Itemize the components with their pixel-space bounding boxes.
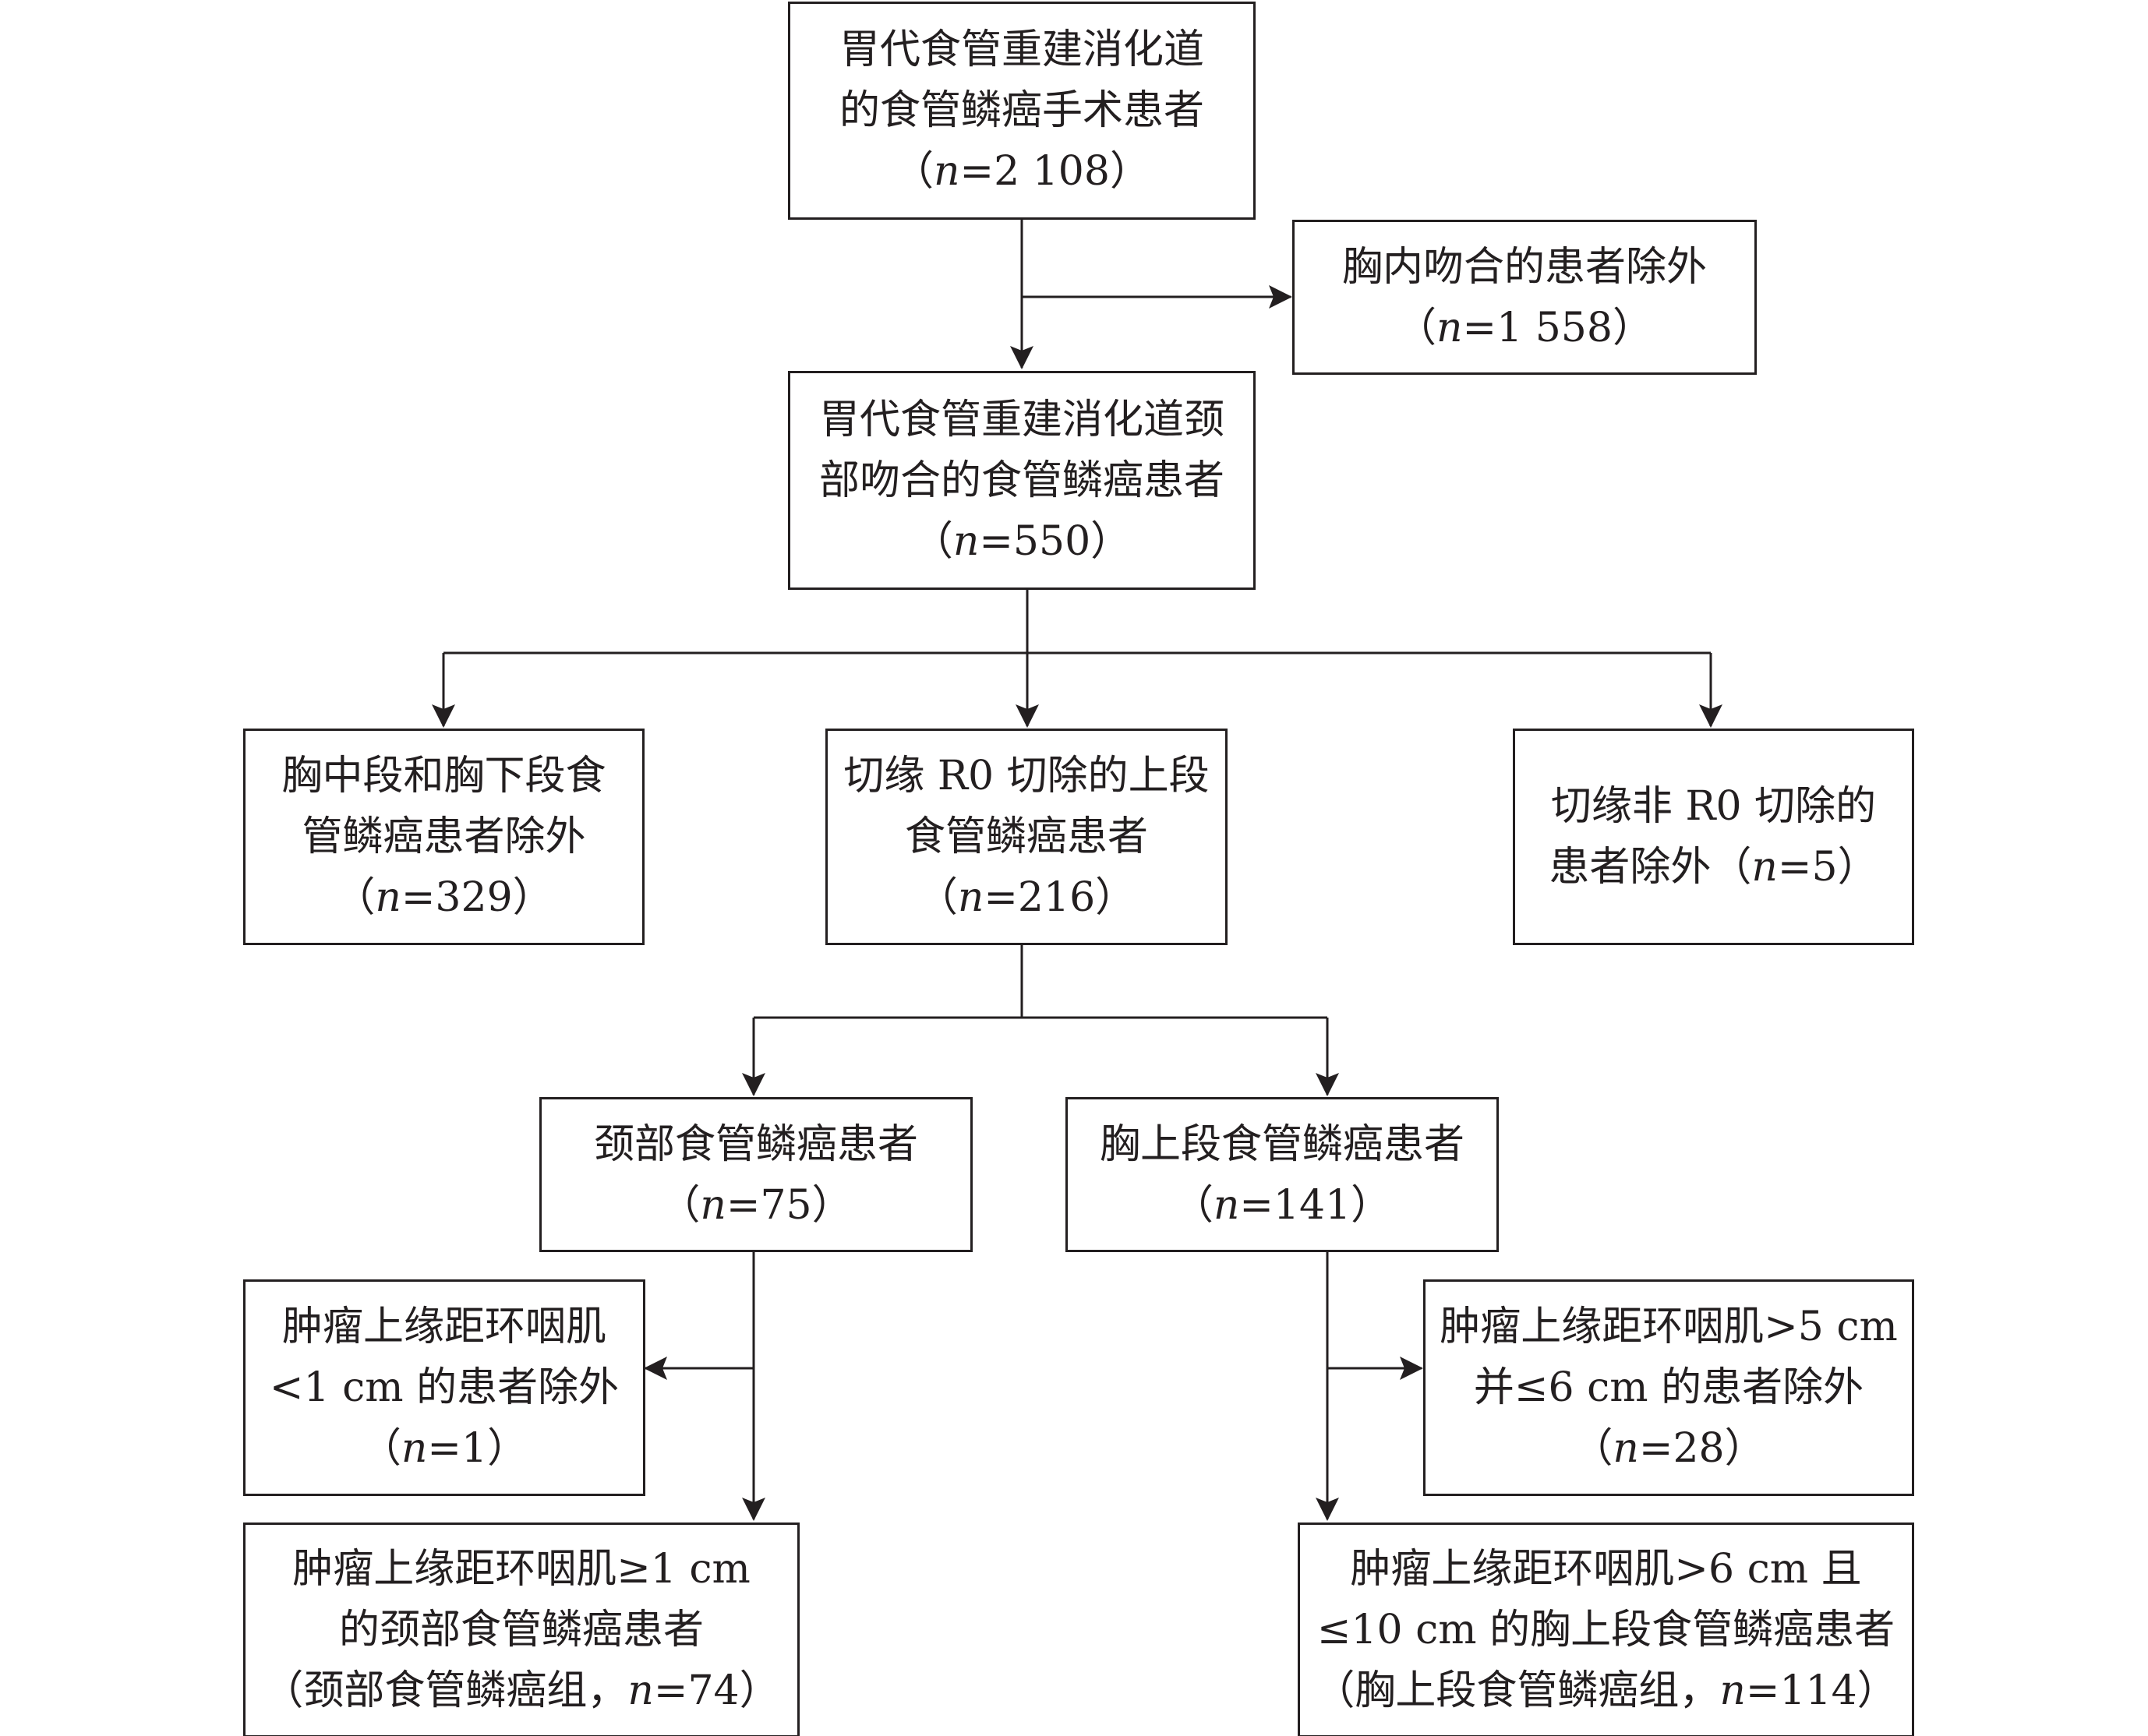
box-count: （n=141） [1173, 1175, 1391, 1236]
count-value: =5） [1777, 844, 1878, 891]
count-prefix: （颈部食管鳞癌组， [263, 1667, 628, 1714]
count-value: =216） [984, 874, 1136, 921]
count-prefix: （ [917, 874, 958, 921]
count-n-symbol: n [1719, 1667, 1746, 1714]
box-text-line: 的颈部食管鳞癌患者 [338, 1607, 704, 1653]
count-value: =114） [1745, 1667, 1898, 1714]
box-count: （颈部食管鳞癌组，n=74） [263, 1660, 779, 1721]
box-text-line: 胸上段食管鳞癌患者 [1099, 1120, 1464, 1168]
count-n-symbol: n [401, 1425, 428, 1472]
box-excl-5-6cm: 肿瘤上缘距环咽肌>5 cm 并≤6 cm 的患者除外 （n=28） [1423, 1279, 1914, 1496]
box-count: （胸上段食管鳞癌组，n=114） [1314, 1660, 1897, 1721]
count-prefix: （ [1396, 304, 1437, 351]
box-count: （n=28） [1572, 1418, 1765, 1479]
count-prefix: （ [893, 148, 934, 195]
count-prefix: 患者除外（ [1549, 844, 1752, 891]
box-excl-lt1cm: 肿瘤上缘距环咽肌 <1 cm 的患者除外 （n=1） [243, 1279, 645, 1496]
box-r0-upper: 切缘 R0 切除的上段 食管鳞癌患者 （n=216） [825, 729, 1228, 945]
box-text-line: 胃代食管重建消化道 [839, 26, 1204, 73]
count-value: =28） [1638, 1425, 1765, 1472]
count-prefix: （ [659, 1181, 701, 1229]
box-text-line: 切缘非 R0 切除的 [1550, 783, 1877, 830]
count-n-symbol: n [1213, 1181, 1240, 1229]
count-value: =74） [653, 1667, 780, 1714]
box-text-line: 肿瘤上缘距环咽肌>5 cm [1440, 1304, 1898, 1350]
box-count: （n=329） [334, 867, 553, 928]
box-text-line: 胸内吻合的患者除外 [1341, 243, 1707, 291]
count-prefix: （ [912, 517, 953, 565]
box-excl-mid-lower: 胸中段和胸下段食 管鳞癌患者除外 （n=329） [243, 729, 645, 945]
box-count: （n=1 558） [1396, 298, 1653, 358]
count-prefix: （ [360, 1425, 401, 1472]
count-n-symbol: n [375, 874, 401, 921]
box-text-line: ≤10 cm 的胸上段食管鳞癌患者 [1316, 1607, 1895, 1653]
box-text-line: <1 cm 的患者除外 [269, 1364, 620, 1411]
box-count: 患者除外（n=5） [1549, 837, 1878, 898]
count-prefix: （胸上段食管鳞癌组， [1314, 1667, 1720, 1714]
box-text-line: 切缘 R0 切除的上段 [843, 753, 1210, 799]
box-count: （n=75） [659, 1175, 852, 1236]
count-n-symbol: n [1751, 844, 1778, 891]
box-count: （n=216） [917, 867, 1136, 928]
count-value: =2 108） [959, 148, 1150, 195]
count-value: =75） [726, 1181, 853, 1229]
box-text-line: 管鳞癌患者除外 [302, 813, 586, 860]
box-text-line: 胃代食管重建消化道颈 [818, 396, 1224, 443]
count-n-symbol: n [957, 874, 984, 921]
count-value: =329） [401, 874, 553, 921]
box-upper-thoracic: 胸上段食管鳞癌患者 （n=141） [1065, 1097, 1499, 1252]
box-excl-intrathoracic: 胸内吻合的患者除外 （n=1 558） [1292, 220, 1757, 375]
box-cervical: 颈部食管鳞癌患者 （n=75） [539, 1097, 973, 1252]
count-prefix: （ [334, 874, 376, 921]
box-text-line: 肿瘤上缘距环咽肌≥1 cm [292, 1546, 751, 1593]
box-text-line: 并≤6 cm 的患者除外 [1473, 1364, 1864, 1411]
box-cervical-anastomosis: 胃代食管重建消化道颈 部吻合的食管鳞癌患者 （n=550） [788, 371, 1256, 590]
count-n-symbol: n [627, 1667, 654, 1714]
box-text-line: 胸中段和胸下段食 [281, 753, 606, 799]
box-count: （n=1） [361, 1418, 528, 1479]
count-value: =141） [1239, 1181, 1392, 1229]
count-prefix: （ [1172, 1181, 1214, 1229]
box-count: （n=2 108） [893, 141, 1150, 202]
box-upper-thoracic-group: 肿瘤上缘距环咽肌>6 cm 且 ≤10 cm 的胸上段食管鳞癌患者 （胸上段食管… [1298, 1523, 1914, 1736]
count-value: =1 558） [1462, 304, 1653, 351]
box-count: （n=550） [913, 511, 1131, 572]
box-cervical-group: 肿瘤上缘距环咽肌≥1 cm 的颈部食管鳞癌患者 （颈部食管鳞癌组，n=74） [243, 1523, 800, 1736]
count-n-symbol: n [700, 1181, 726, 1229]
box-text-line: 的食管鳞癌手术患者 [839, 87, 1204, 134]
box-excl-non-r0: 切缘非 R0 切除的 患者除外（n=5） [1513, 729, 1914, 945]
box-text-line: 食管鳞癌患者 [904, 813, 1148, 860]
box-text-line: 部吻合的食管鳞癌患者 [818, 457, 1224, 504]
box-text-line: 颈部食管鳞癌患者 [593, 1120, 918, 1168]
count-n-symbol: n [1613, 1425, 1639, 1472]
count-n-symbol: n [1436, 304, 1463, 351]
count-value: =550） [979, 517, 1132, 565]
count-value: =1） [427, 1425, 528, 1472]
count-prefix: （ [1572, 1425, 1613, 1472]
box-text-line: 肿瘤上缘距环咽肌 [281, 1304, 606, 1350]
box-all-patients: 胃代食管重建消化道 的食管鳞癌手术患者 （n=2 108） [788, 2, 1256, 220]
box-text-line: 肿瘤上缘距环咽肌>6 cm 且 [1350, 1546, 1862, 1593]
count-n-symbol: n [934, 148, 960, 195]
count-n-symbol: n [952, 517, 980, 565]
